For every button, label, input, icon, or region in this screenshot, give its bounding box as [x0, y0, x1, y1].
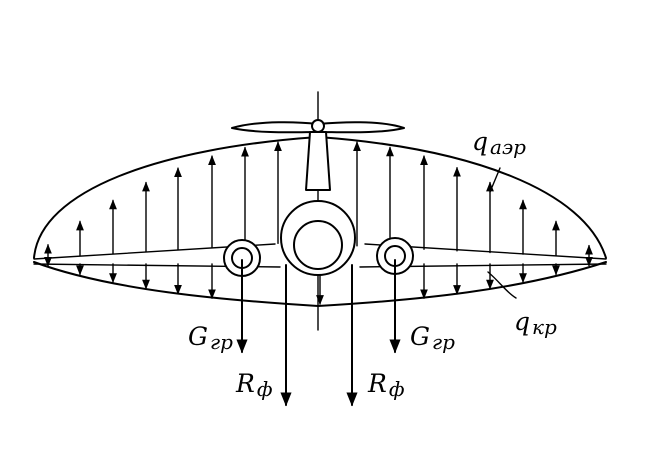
- wing-outline: [33, 243, 607, 268]
- aero-load-arrows: [44, 141, 593, 259]
- q-aero-leader: [489, 167, 501, 193]
- fuselage-inner: [293, 220, 343, 270]
- vertical-fin: [305, 131, 331, 191]
- wing-weight-arrows: [44, 256, 593, 305]
- fin-tip: [311, 119, 325, 133]
- fuselage: [280, 200, 356, 276]
- q-wing-leader: [487, 271, 517, 299]
